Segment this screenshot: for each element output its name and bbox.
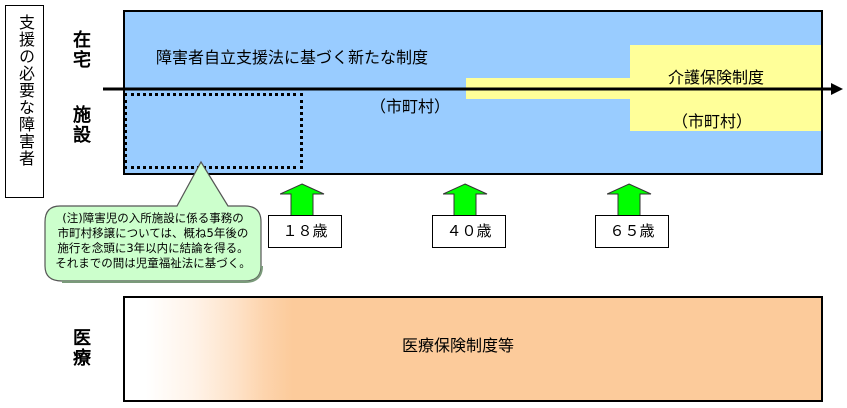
age-marker-18: １８歳 [268,215,342,248]
care-insurance-title: 介護保険制度 [668,68,765,87]
row-label-medical: 医療 [70,328,91,368]
disability-system-title: 障害者自立支援法に基づく新たな制度 [156,48,429,67]
target-population-label: 支援の必要な障害者 [16,14,35,167]
child-facility-dotted-region [124,93,303,169]
callout-note: (注)障害児の入所施設に係る事務の 市町村移譲については、概ね5年後の 施行を念… [47,211,259,271]
age-marker-65: ６５歳 [595,215,669,248]
up-arrow-icon [607,183,652,217]
age-marker-40: ４０歳 [432,215,506,248]
target-population-box: 支援の必要な障害者 [5,5,44,198]
row-label-home: 在宅 [70,30,91,70]
callout-line: 施行を念頭に3年以内に結論を得る。 [57,241,249,255]
care-insurance-authority: （市町村） [672,112,753,131]
up-arrow-icon [443,183,488,217]
up-arrow-icon [280,183,325,217]
timeline-arrowhead-icon [831,83,843,95]
disability-system-authority: （市町村） [370,97,451,116]
medical-insurance-title: 医療保険制度等 [402,336,515,355]
callout-line: それまでの間は児童福祉法に基づく。 [55,256,251,270]
callout-line: (注)障害児の入所施設に係る事務の [62,211,244,225]
row-label-facility: 施設 [70,105,91,145]
callout-line: 市町村移譲については、概ね5年後の [57,226,249,240]
medical-insurance-box [123,296,823,402]
